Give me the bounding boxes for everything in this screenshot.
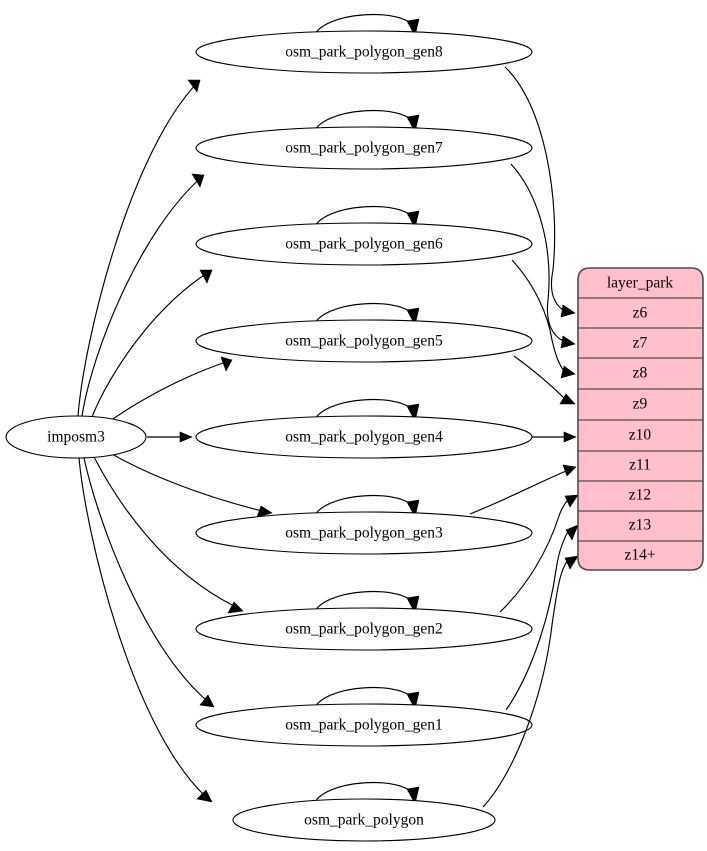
table-row-z8[interactable]: z8 bbox=[633, 365, 648, 382]
edge-gen3-to-row-z11 bbox=[469, 464, 577, 515]
node-gen1[interactable]: osm_park_polygon_gen1 bbox=[195, 703, 533, 747]
table-row-z6[interactable]: z6 bbox=[633, 305, 648, 322]
table-layer-park[interactable]: layer_park z6 z7 z8 z9 z10 z11 z12 z13 z… bbox=[577, 267, 704, 571]
table-row-z9[interactable]: z9 bbox=[633, 396, 648, 413]
edge-imposm3-to-gen4 bbox=[147, 431, 193, 443]
edge-gen5-to-row-z9 bbox=[513, 355, 576, 405]
edge-gen6-to-row-z8 bbox=[511, 259, 576, 379]
edge-gen7-to-row-z7 bbox=[510, 163, 576, 349]
edge-group-stages-to-table bbox=[469, 66, 579, 808]
node-gen8[interactable]: osm_park_polygon_gen8 bbox=[195, 30, 533, 74]
node-base[interactable]: osm_park_polygon bbox=[232, 798, 496, 842]
node-gen6-label: osm_park_polygon_gen6 bbox=[285, 236, 443, 253]
node-gen7-label: osm_park_polygon_gen7 bbox=[285, 140, 443, 157]
self-loop-group bbox=[312, 13, 420, 807]
edge-imposm3-to-gen8 bbox=[77, 79, 201, 417]
edge-gen1-to-row-z13 bbox=[505, 524, 579, 711]
edge-imposm3-to-gen7 bbox=[81, 173, 205, 417]
node-gen4-label: osm_park_polygon_gen4 bbox=[285, 429, 443, 446]
table-row-z13[interactable]: z13 bbox=[629, 517, 652, 534]
node-imposm3[interactable]: imposm3 bbox=[5, 415, 147, 459]
table-row-z14plus[interactable]: z14+ bbox=[624, 547, 655, 564]
node-gen3-label: osm_park_polygon_gen3 bbox=[285, 525, 443, 542]
node-gen2[interactable]: osm_park_polygon_gen2 bbox=[195, 607, 533, 651]
edge-base-to-row-z14plus bbox=[482, 555, 579, 808]
node-gen5-label: osm_park_polygon_gen5 bbox=[285, 333, 443, 350]
node-gen5[interactable]: osm_park_polygon_gen5 bbox=[195, 319, 533, 363]
table-header-label: layer_park bbox=[607, 275, 674, 292]
edge-imposm3-to-gen1 bbox=[83, 457, 215, 708]
table-row-z10[interactable]: z10 bbox=[629, 427, 652, 444]
table-row-z12[interactable]: z12 bbox=[629, 487, 651, 504]
self-loop-base bbox=[312, 781, 420, 807]
edge-gen4-to-row-z10 bbox=[532, 431, 577, 443]
table-body bbox=[577, 267, 704, 571]
node-gen1-label: osm_park_polygon_gen1 bbox=[285, 717, 443, 734]
edge-group-source-to-stages bbox=[77, 79, 273, 803]
edge-imposm3-to-gen3 bbox=[111, 453, 273, 518]
node-gen2-label: osm_park_polygon_gen2 bbox=[285, 621, 443, 638]
node-gen3[interactable]: osm_park_polygon_gen3 bbox=[195, 511, 533, 555]
node-gen4[interactable]: osm_park_polygon_gen4 bbox=[195, 415, 533, 459]
node-gen6[interactable]: osm_park_polygon_gen6 bbox=[195, 222, 533, 266]
edge-gen2-to-row-z12 bbox=[499, 494, 579, 613]
node-base-label: osm_park_polygon bbox=[304, 812, 424, 829]
edge-imposm3-to-gen6 bbox=[91, 269, 213, 418]
edge-imposm3-to-base bbox=[78, 457, 213, 803]
edge-imposm3-to-gen5 bbox=[109, 356, 233, 422]
edge-imposm3-to-gen2 bbox=[93, 456, 244, 614]
node-group: imposm3 osm_park_polygon_gen8 osm_park_p… bbox=[5, 30, 533, 842]
node-gen7[interactable]: osm_park_polygon_gen7 bbox=[195, 126, 533, 170]
node-gen8-label: osm_park_polygon_gen8 bbox=[285, 44, 443, 61]
table-row-z7[interactable]: z7 bbox=[633, 335, 648, 352]
table-row-z11[interactable]: z11 bbox=[629, 457, 651, 474]
node-imposm3-label: imposm3 bbox=[47, 429, 105, 446]
edge-gen8-to-row-z6 bbox=[504, 66, 576, 318]
